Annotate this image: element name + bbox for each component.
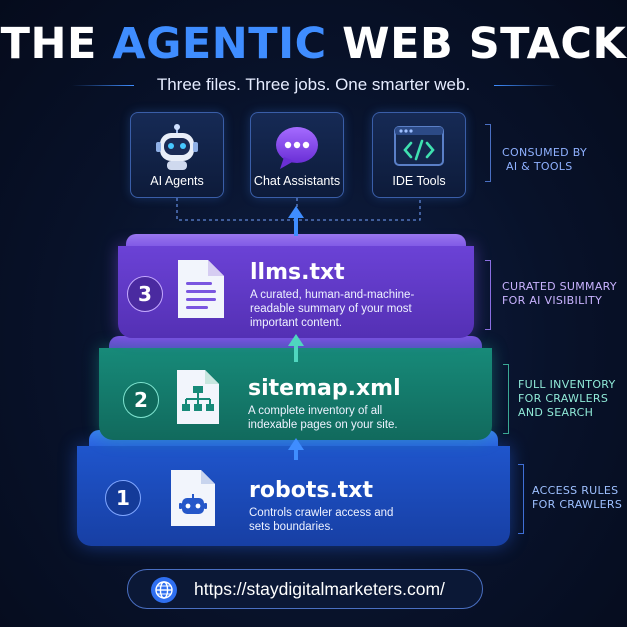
side-line: CURATED SUMMARY xyxy=(502,280,617,293)
side-label-sitemap: FULL INVENTORY FOR CRAWLERS AND SEARCH xyxy=(518,378,616,420)
side-line: FOR AI VISIBILITY xyxy=(502,294,603,307)
title-part-1: THE xyxy=(0,19,113,69)
side-label-robots: ACCESS RULES FOR CRAWLERS xyxy=(532,484,622,512)
side-line: AI & TOOLS xyxy=(506,160,573,173)
layer-title: robots.txt xyxy=(249,478,374,503)
side-line: FULL INVENTORY xyxy=(518,378,616,391)
subtitle-row: Three files. Three jobs. One smarter web… xyxy=(0,72,627,98)
robot-document-icon xyxy=(171,470,215,526)
consumer-ai-agents: AI Agents xyxy=(130,112,224,198)
description-line: Controls crawler access and xyxy=(249,507,394,519)
arrow-up-icon xyxy=(288,438,304,460)
code-window-icon xyxy=(394,126,444,166)
description-line: readable summary of your most xyxy=(250,303,412,315)
side-line: AND SEARCH xyxy=(518,406,594,419)
consumer-ide-tools: IDE Tools xyxy=(372,112,466,198)
consumer-label: IDE Tools xyxy=(392,174,446,188)
subtitle-rule-right xyxy=(494,85,556,86)
bracket-consumed xyxy=(485,124,491,182)
side-line: ACCESS RULES xyxy=(532,484,619,497)
subtitle: Three files. Three jobs. One smarter web… xyxy=(156,75,471,94)
side-line: CONSUMED BY xyxy=(502,146,587,159)
bracket-robots xyxy=(518,464,524,534)
description-line: important content. xyxy=(250,317,343,329)
arrow-up-icon xyxy=(288,206,304,236)
layer-title: llms.txt xyxy=(250,260,345,285)
website-url-link[interactable]: https://staydigitalmarketers.com/ xyxy=(194,579,445,599)
consumer-chat-assistants: Chat Assistants xyxy=(250,112,344,198)
page-title: THE AGENTIC WEB STACK xyxy=(0,14,627,74)
side-line: FOR CRAWLERS xyxy=(518,392,609,405)
title-part-2: WEB STACK xyxy=(326,19,627,69)
robot-icon xyxy=(156,124,198,170)
arrow-up-icon xyxy=(288,334,304,362)
description-line: indexable pages on your site. xyxy=(248,419,398,431)
side-label-consumed: CONSUMED BY AI & TOOLS xyxy=(502,146,587,174)
side-line: FOR CRAWLERS xyxy=(532,498,623,511)
document-icon xyxy=(178,260,224,318)
url-pill[interactable]: https://staydigitalmarketers.com/ xyxy=(127,569,483,609)
layer-front-face xyxy=(77,446,510,546)
layer-description: A complete inventory of all indexable pa… xyxy=(248,404,398,432)
layer-number-badge: 3 xyxy=(127,276,163,312)
chat-bubble-icon xyxy=(276,127,318,169)
bracket-llms xyxy=(485,260,491,330)
layer-title: sitemap.xml xyxy=(248,376,401,401)
layer-number-badge: 1 xyxy=(105,480,141,516)
subtitle-rule-left xyxy=(72,85,134,86)
globe-icon xyxy=(151,577,177,603)
layer-number-badge: 2 xyxy=(123,382,159,418)
description-line: sets boundaries. xyxy=(249,521,334,533)
bracket-sitemap xyxy=(503,364,509,434)
layer-description: A curated, human-and-machine- readable s… xyxy=(250,288,414,330)
description-line: A curated, human-and-machine- xyxy=(250,289,415,301)
description-line: A complete inventory of all xyxy=(248,405,383,417)
sitemap-document-icon xyxy=(177,370,219,424)
title-accent: AGENTIC xyxy=(112,19,327,69)
side-label-llms: CURATED SUMMARY FOR AI VISIBILITY xyxy=(502,280,617,308)
consumer-label: Chat Assistants xyxy=(253,174,341,188)
layer-llms: 3 llms.txt A curated, human-and-machine-… xyxy=(118,234,474,338)
layer-description: Controls crawler access and sets boundar… xyxy=(249,506,393,534)
layer-front-face xyxy=(99,348,492,440)
consumer-label: AI Agents xyxy=(150,174,204,188)
layer-front-face xyxy=(118,246,474,338)
layer-sitemap: 2 sitemap.xml A complete inventory of al… xyxy=(99,336,492,440)
